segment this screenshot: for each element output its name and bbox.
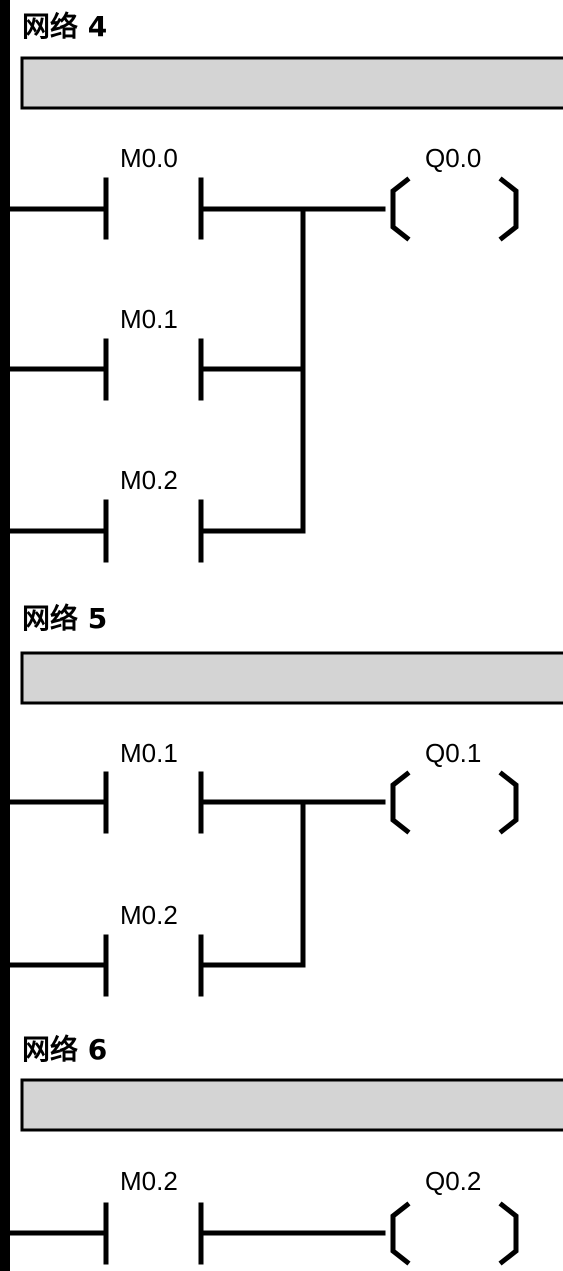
rung [7, 770, 519, 997]
left-power-rail [0, 0, 10, 1271]
network-title: 网络 4 [22, 10, 107, 43]
contact-label: M0.2 [120, 900, 178, 930]
network-4: 网络 4 M0.0 M0.1 M0.2 Q0.0 [7, 10, 563, 563]
rung [7, 176, 519, 563]
network-comment-bar[interactable] [20, 651, 563, 705]
contact-label: M0.2 [120, 465, 178, 495]
network-5: 网络 5 M0.1 M0.2 Q0.1 [7, 602, 563, 997]
network-6: 网络 6 M0.2 Q0.2 [7, 1033, 563, 1266]
network-comment-bar[interactable] [20, 56, 563, 110]
rung [7, 1201, 519, 1266]
coil-label: Q0.1 [425, 738, 481, 768]
contact-label: M0.1 [120, 738, 178, 768]
network-title: 网络 6 [22, 1033, 107, 1066]
network-comment-bar[interactable] [20, 1078, 563, 1132]
contact-label: M0.0 [120, 143, 178, 173]
contact-label: M0.1 [120, 304, 178, 334]
contact-label: M0.2 [120, 1166, 178, 1196]
coil-label: Q0.2 [425, 1166, 481, 1196]
coil-label: Q0.0 [425, 143, 481, 173]
network-title: 网络 5 [22, 602, 107, 635]
